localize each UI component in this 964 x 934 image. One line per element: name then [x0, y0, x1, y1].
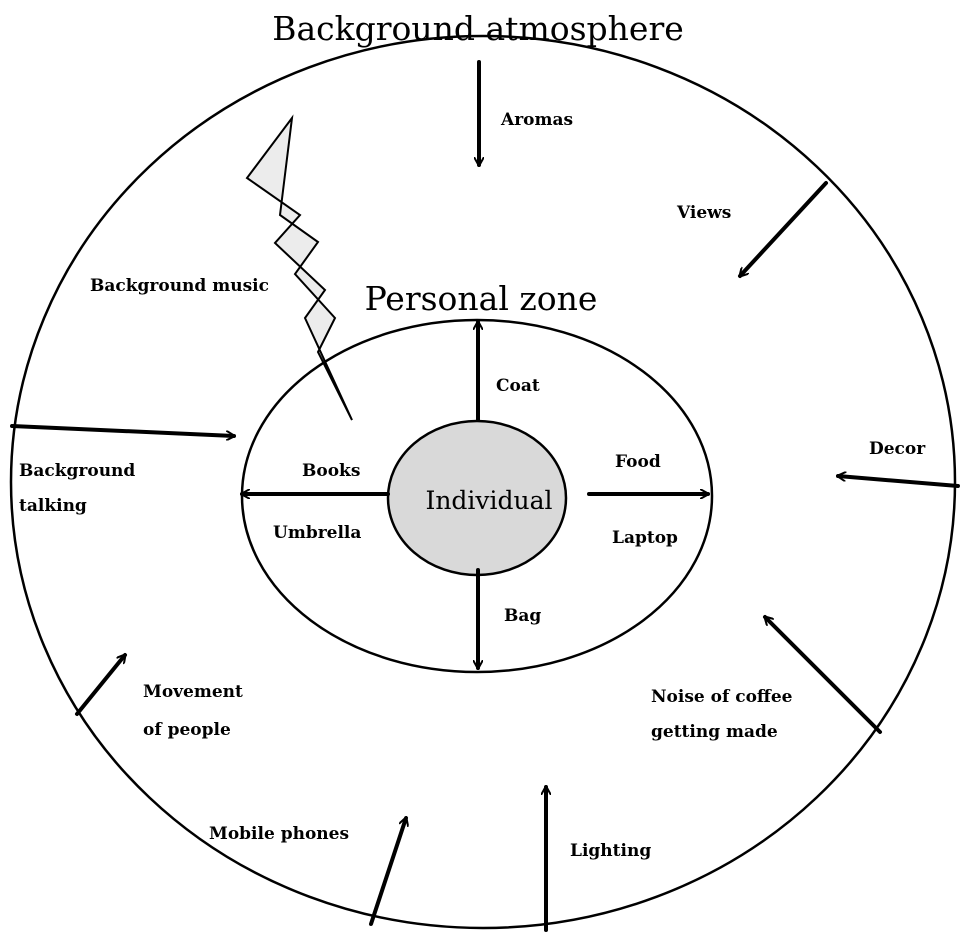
arrow-decor — [838, 476, 960, 488]
label-umbrella: Umbrella — [273, 523, 361, 543]
label-decor: Decor — [869, 439, 926, 459]
label-lighting: Lighting — [570, 841, 651, 861]
label-background-talking-2: talking — [19, 496, 87, 516]
label-coat: Coat — [496, 376, 540, 396]
label-mobile-phones: Mobile phones — [209, 824, 349, 844]
label-books: Books — [302, 461, 360, 481]
label-food: Food — [615, 452, 661, 472]
label-individual: Individual — [425, 486, 552, 515]
arrow-views — [740, 181, 828, 276]
title-personal-zone: Personal zone — [365, 279, 598, 318]
arrow-background-talking — [10, 424, 234, 436]
label-movement-1: Movement — [143, 682, 243, 702]
label-background-music: Background music — [90, 276, 269, 296]
label-laptop: Laptop — [612, 528, 678, 548]
label-aromas: Aromas — [500, 110, 573, 130]
arrow-movement — [75, 655, 127, 716]
label-bag: Bag — [504, 606, 541, 626]
label-noise-1: Noise of coffee — [651, 687, 793, 707]
label-background-talking-1: Background — [19, 461, 135, 481]
label-movement-2: of people — [143, 720, 231, 740]
label-noise-2: getting made — [651, 722, 778, 742]
arrow-mobile-phones — [369, 818, 406, 926]
arrow-noise-coffee — [765, 617, 882, 734]
title-background-atmosphere: Background atmosphere — [272, 9, 684, 48]
outer-atmosphere-ring — [9, 34, 957, 930]
lightning-bolt-icon — [245, 114, 353, 421]
label-views: Views — [676, 203, 731, 223]
